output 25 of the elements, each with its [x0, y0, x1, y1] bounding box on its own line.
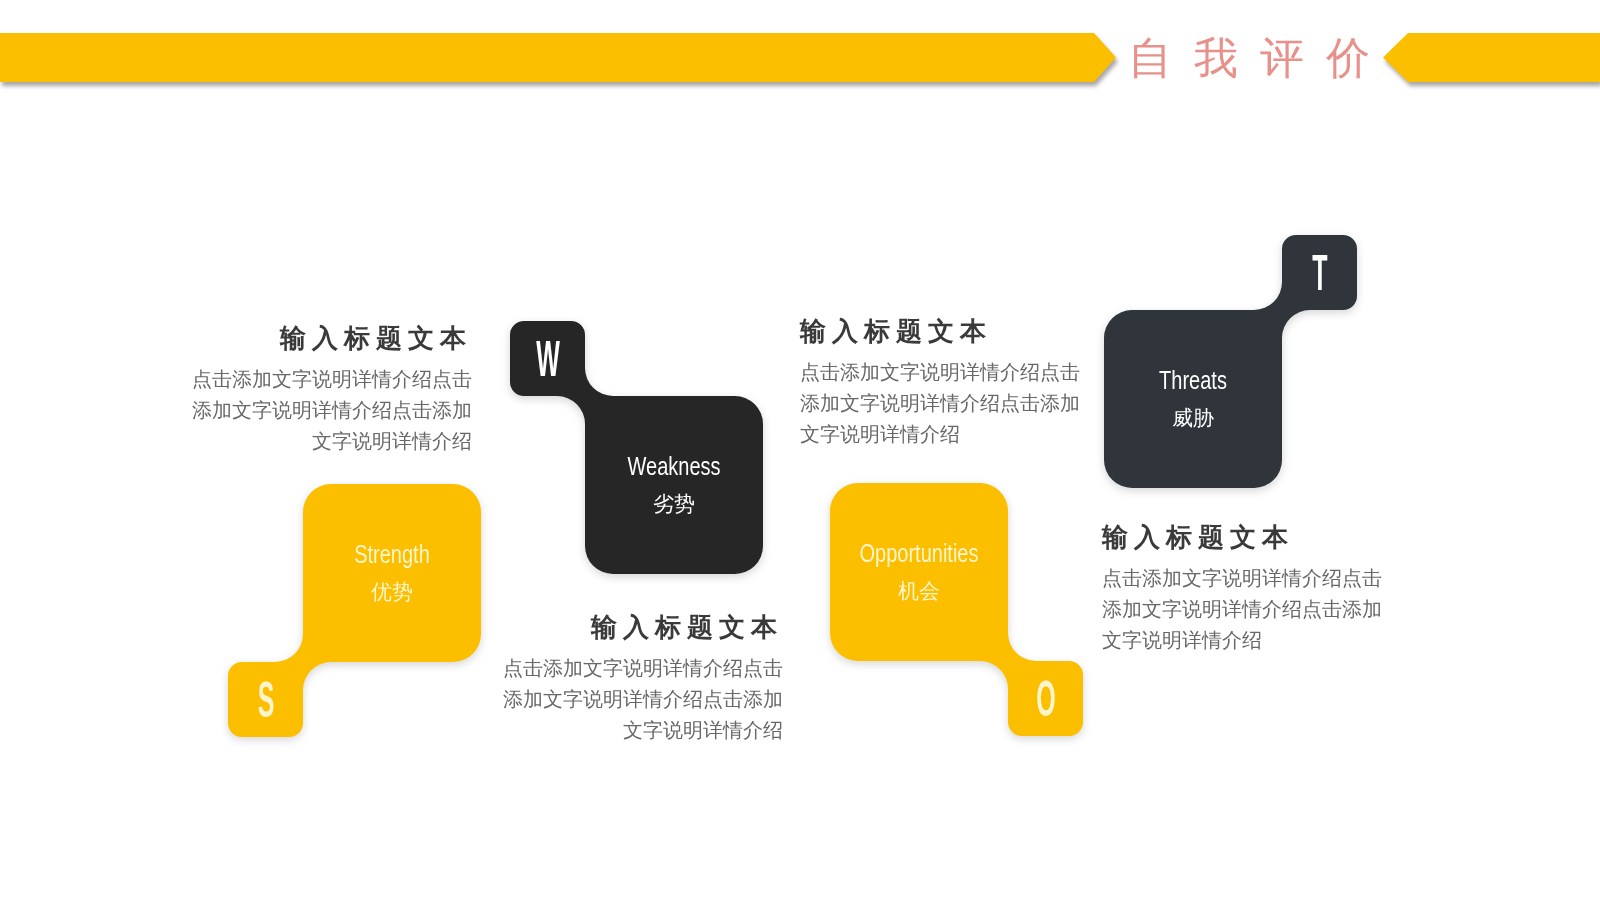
- body-text: 点击添加文字说明详情介绍点击添加文字说明详情介绍点击添加文字说明详情介绍: [191, 366, 472, 455]
- page-title: 自我评价: [1128, 31, 1370, 85]
- tile-title: Strength: [354, 539, 430, 570]
- tile-subtitle: 劣势: [653, 491, 695, 518]
- tile-letter: S: [257, 674, 274, 725]
- tile-letter: O: [1035, 673, 1056, 724]
- tile-title: Threats: [1159, 365, 1227, 396]
- tile-subtitle: 机会: [898, 578, 940, 605]
- body-text: 点击添加文字说明详情介绍点击添加文字说明详情介绍点击添加文字说明详情介绍: [1102, 565, 1383, 654]
- heading: 输入标题文本: [280, 322, 472, 355]
- tile-title: Opportunities: [859, 538, 979, 569]
- tile-shape: [830, 483, 1083, 736]
- tile-letter: W: [535, 333, 560, 384]
- heading: 输入标题文本: [800, 315, 992, 348]
- tile-shape: [1104, 235, 1357, 488]
- body-text: 点击添加文字说明详情介绍点击添加文字说明详情介绍点击添加文字说明详情介绍: [502, 655, 783, 744]
- body-text: 点击添加文字说明详情介绍点击添加文字说明详情介绍点击添加文字说明详情介绍: [800, 359, 1081, 448]
- tile-shape: [510, 321, 763, 574]
- heading: 输入标题文本: [591, 611, 783, 644]
- tile-title: Weakness: [627, 451, 721, 482]
- tile-subtitle: 优势: [371, 579, 413, 606]
- tile-subtitle: 威胁: [1172, 405, 1214, 432]
- tile-shape: [228, 484, 481, 737]
- heading: 输入标题文本: [1102, 521, 1294, 554]
- tile-letter: T: [1311, 247, 1328, 298]
